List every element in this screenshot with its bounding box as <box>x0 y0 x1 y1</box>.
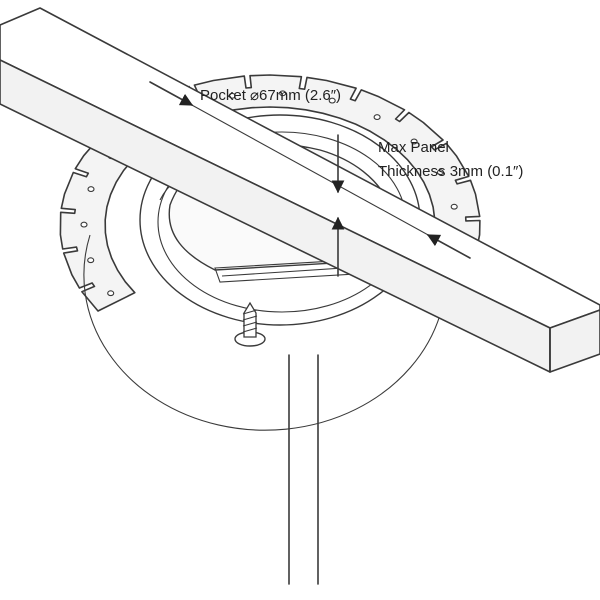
thickness-label-line1: Max Panel <box>378 139 449 156</box>
flange-hole <box>80 221 88 228</box>
flange-hole <box>279 90 287 97</box>
flange-hole <box>328 97 336 104</box>
flange-hole <box>228 92 236 99</box>
flange-hole <box>107 290 115 297</box>
thickness-label-line2: Thickness 3mm (0.1″) <box>378 163 523 180</box>
flange-hole <box>87 186 95 193</box>
flange-hole <box>450 203 458 210</box>
screw-icon <box>234 301 266 347</box>
cable <box>288 354 319 585</box>
flange-hole <box>87 257 95 264</box>
flange-hole <box>410 138 418 145</box>
flange-hole <box>373 114 381 121</box>
mounting-panel <box>0 7 600 373</box>
flange-hole <box>436 169 445 176</box>
pocket-dimension <box>149 81 471 259</box>
pocket-label: Pocket ⌀67mm (2.6″) <box>200 87 341 104</box>
